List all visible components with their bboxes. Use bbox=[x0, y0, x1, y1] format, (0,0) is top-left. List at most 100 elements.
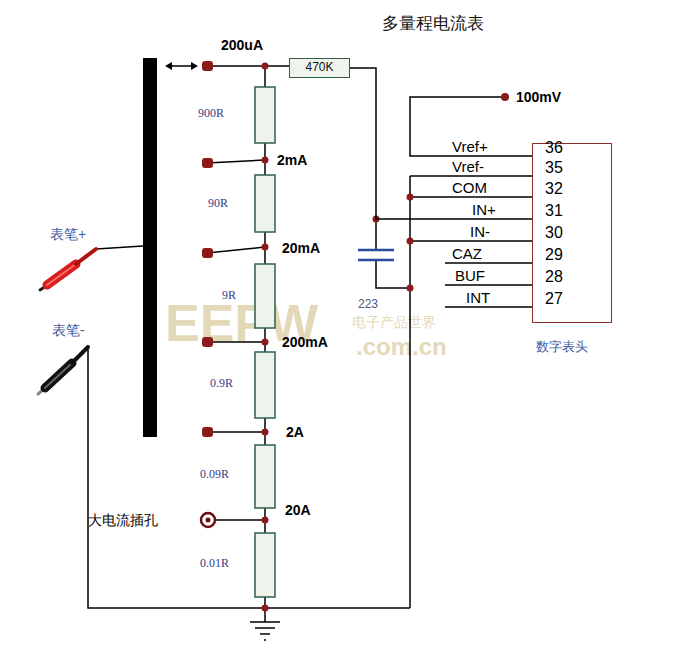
junction-dot bbox=[407, 238, 414, 245]
red-probe bbox=[76, 249, 96, 264]
resistor-symbol bbox=[255, 87, 275, 143]
wire bbox=[96, 246, 143, 249]
pin-name: BUF bbox=[455, 267, 485, 284]
pin-name: CAZ bbox=[452, 245, 482, 262]
jack-socket bbox=[201, 513, 215, 527]
black-probe bbox=[45, 363, 72, 388]
wire bbox=[410, 175, 532, 177]
wire bbox=[445, 306, 532, 308]
switch-arrow bbox=[165, 62, 172, 70]
resistor-symbol bbox=[255, 87, 275, 597]
switch-arrow bbox=[191, 62, 198, 70]
junction-dot bbox=[262, 605, 269, 612]
resistor-value: 9R bbox=[222, 289, 236, 303]
wire bbox=[376, 260, 410, 288]
wire bbox=[445, 262, 532, 264]
switch-contact bbox=[202, 158, 213, 168]
meter-chip: 3635323130292827数字表头 bbox=[532, 143, 612, 323]
pin-name: IN- bbox=[470, 223, 490, 240]
capacitor-symbol bbox=[358, 249, 394, 252]
black-probe bbox=[72, 347, 88, 363]
watermark: .com.cn bbox=[356, 333, 447, 361]
wire bbox=[207, 247, 265, 253]
black-probe bbox=[38, 347, 88, 394]
resistor-value: 0.09R bbox=[200, 468, 229, 482]
junction-dot bbox=[262, 517, 269, 524]
watermark: 电子产品世界 bbox=[352, 314, 436, 330]
range-label: 20mA bbox=[282, 240, 320, 256]
wire bbox=[88, 66, 532, 622]
resistor-value: 90R bbox=[208, 197, 228, 211]
junction-dot bbox=[407, 285, 414, 292]
pin-number: 32 bbox=[545, 180, 563, 198]
junction-dot bbox=[262, 429, 269, 436]
resistor-value: 0.9R bbox=[210, 377, 233, 391]
junction-dot bbox=[501, 93, 509, 101]
ground-symbol bbox=[255, 627, 275, 629]
junction-dot bbox=[407, 194, 414, 201]
range-label: 20A bbox=[285, 502, 311, 518]
jack-label: 大电流插孔 bbox=[88, 512, 158, 528]
resistor-symbol bbox=[255, 533, 275, 597]
probe-label: 表笔- bbox=[52, 322, 85, 338]
connector-layer bbox=[350, 68, 532, 219]
rotary-switch-bar bbox=[143, 58, 157, 437]
wire bbox=[410, 196, 532, 198]
pin-number: 29 bbox=[545, 246, 563, 264]
pin-name: IN+ bbox=[472, 201, 496, 218]
red-probe bbox=[40, 249, 96, 290]
switch-contact bbox=[202, 248, 213, 258]
junction-dot bbox=[262, 339, 269, 346]
ground-symbol bbox=[264, 639, 266, 641]
pin-number: 27 bbox=[545, 290, 563, 308]
ground-symbol bbox=[250, 622, 280, 640]
wire bbox=[207, 65, 289, 67]
black-probe bbox=[45, 363, 72, 388]
ground-symbol bbox=[250, 621, 280, 623]
pin-name: INT bbox=[466, 289, 490, 306]
probe-label: 表笔+ bbox=[50, 226, 86, 242]
pin-name: Vref- bbox=[452, 158, 484, 175]
range-label: 200mA bbox=[282, 334, 328, 350]
jack-socket bbox=[201, 513, 215, 527]
capacitor-symbol bbox=[358, 259, 394, 262]
wire bbox=[215, 519, 265, 521]
junction-dot bbox=[262, 244, 269, 251]
pin-number: 31 bbox=[545, 202, 563, 220]
capacitor-symbol bbox=[358, 250, 394, 260]
wire bbox=[207, 341, 265, 343]
jack-socket bbox=[206, 518, 211, 523]
pin-name: Vref+ bbox=[452, 138, 488, 155]
range-label: 2A bbox=[286, 424, 304, 440]
diagram-title: 多量程电流表 bbox=[382, 14, 484, 34]
pin-number: 28 bbox=[545, 268, 563, 286]
switch-arrow bbox=[170, 65, 193, 67]
range-label: 2mA bbox=[277, 152, 307, 168]
wire bbox=[445, 284, 532, 286]
pin-number: 35 bbox=[545, 159, 563, 177]
resistor-symbol bbox=[255, 352, 275, 418]
resistor-box: 470K bbox=[289, 58, 350, 78]
resistor-symbol bbox=[255, 175, 275, 232]
capacitor-value: 223 bbox=[358, 298, 378, 312]
switch-contact bbox=[202, 61, 213, 71]
junction-dot bbox=[262, 157, 269, 164]
resistor-value: 470K bbox=[290, 59, 349, 75]
switch-contact bbox=[202, 337, 213, 347]
switch-contact bbox=[202, 427, 213, 437]
ground-symbol bbox=[260, 633, 270, 635]
junction-dot bbox=[262, 63, 510, 612]
red-probe bbox=[47, 264, 76, 285]
resistor-symbol bbox=[255, 445, 275, 508]
resistor-symbol bbox=[255, 264, 275, 328]
wire bbox=[410, 240, 532, 242]
range-label: 200uA bbox=[221, 37, 263, 53]
rotary-switch-bar bbox=[143, 58, 157, 437]
wire-connector bbox=[350, 68, 532, 219]
wire bbox=[88, 345, 410, 608]
red-probe bbox=[47, 264, 76, 285]
wire bbox=[207, 431, 265, 433]
chip-caption: 数字表头 bbox=[536, 340, 588, 355]
